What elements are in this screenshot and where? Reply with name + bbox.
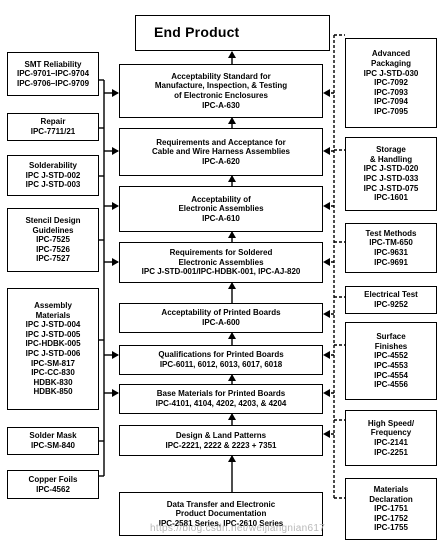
- left-box-code: IPC J-STD-004 IPC J-STD-005 IPC-HDBK-005…: [25, 320, 81, 397]
- right-bus: [323, 34, 345, 499]
- left-box-code: IPC-4562: [36, 484, 70, 494]
- left-box-repair: Repair IPC-7711/21: [7, 113, 99, 141]
- main-box-title: Qualifications for Printed Boards: [158, 350, 284, 360]
- main-box-cable-harness: Requirements and Acceptance for Cable an…: [119, 128, 323, 176]
- right-box-code: IPC-1751 IPC-1752 IPC-1755: [374, 504, 408, 533]
- right-box-title: High Speed/ Frequency: [367, 418, 415, 438]
- left-box-code: IPC-7711/21: [30, 127, 76, 136]
- main-box-title: Data Transfer and Electronic Product Doc…: [166, 499, 276, 519]
- right-box-test-methods: Test Methods IPC-TM-650 IPC-9631 IPC-969…: [345, 223, 437, 273]
- left-box-code: IPC-SM-840: [30, 441, 75, 450]
- left-box-title: Assembly Materials: [34, 301, 72, 320]
- left-box-title: Repair: [40, 117, 66, 127]
- left-box-smt-reliability: SMT Reliability IPC-9701–IPC-9704 IPC-97…: [7, 52, 99, 96]
- right-box-title: Electrical Test: [364, 290, 418, 300]
- right-box-title: Advanced Packaging: [370, 49, 411, 69]
- main-box-enclosures: Acceptability Standard for Manufacture, …: [119, 64, 323, 118]
- right-box-code: IPC-TM-650 IPC-9631 IPC-9691: [369, 238, 413, 267]
- right-box-code: IPC-2141 IPC-2251: [374, 438, 408, 457]
- main-box-design-land-patterns: Design & Land Patterns IPC-2221, 2222 & …: [119, 425, 323, 456]
- left-box-title: SMT Reliability: [24, 59, 82, 69]
- main-box-code: IPC-A-620: [202, 156, 240, 166]
- left-box-title: Copper Foils: [28, 474, 78, 484]
- right-box-electrical-test: Electrical Test IPC-9252: [345, 286, 437, 314]
- left-box-title: Solder Mask: [29, 431, 77, 441]
- right-box-code: IPC J-STD-030 IPC-7092 IPC-7093 IPC-7094…: [363, 68, 419, 116]
- main-box-title: Base Materials for Printed Boards: [156, 389, 286, 399]
- end-product-box: End Product: [135, 15, 330, 51]
- main-box-code: IPC J-STD-001/IPC-HDBK-001, IPC-AJ-820: [141, 267, 301, 277]
- main-box-title: Acceptability Standard for Manufacture, …: [154, 71, 288, 100]
- main-box-title: Acceptability of Printed Boards: [161, 308, 281, 318]
- main-box-code: IPC-A-600: [202, 318, 240, 327]
- right-box-code: IPC-9252: [374, 300, 408, 309]
- main-box-board-qualifications: Qualifications for Printed Boards IPC-60…: [119, 345, 323, 375]
- left-box-stencil-design: Stencil Design Guidelines IPC-7525 IPC-7…: [7, 208, 99, 272]
- left-bus: [99, 79, 119, 477]
- left-box-copper-foils: Copper Foils IPC-4562: [7, 470, 99, 499]
- right-box-storage-handling: Storage & Handling IPC J-STD-020 IPC J-S…: [345, 137, 437, 211]
- left-box-title: Solderability: [28, 161, 77, 171]
- left-box-code: IPC J-STD-002 IPC J-STD-003: [25, 170, 81, 190]
- main-box-title: Requirements and Acceptance for Cable an…: [152, 137, 290, 157]
- right-box-title: Surface Finishes: [374, 332, 408, 351]
- main-box-electronic-assemblies: Acceptability of Electronic Assemblies I…: [119, 186, 323, 232]
- left-box-code: IPC-7525 IPC-7526 IPC-7527: [36, 235, 70, 264]
- main-box-title: Design & Land Patterns: [175, 430, 267, 440]
- left-box-solderability: Solderability IPC J-STD-002 IPC J-STD-00…: [7, 155, 99, 196]
- left-box-assembly-materials: Assembly Materials IPC J-STD-004 IPC J-S…: [7, 288, 99, 410]
- main-box-printed-boards: Acceptability of Printed Boards IPC-A-60…: [119, 303, 323, 333]
- main-box-code: IPC-4101, 4104, 4202, 4203, & 4204: [155, 399, 287, 408]
- main-box-code: IPC-A-610: [202, 213, 240, 223]
- main-box-base-materials: Base Materials for Printed Boards IPC-41…: [119, 384, 323, 414]
- right-box-surface-finishes: Surface Finishes IPC-4552 IPC-4553 IPC-4…: [345, 322, 437, 400]
- main-box-code: IPC-2581 Series, IPC-2610 Series: [158, 518, 284, 528]
- left-box-code: IPC-9701–IPC-9704 IPC-9706–IPC-9709: [16, 69, 90, 88]
- right-box-advanced-packaging: Advanced Packaging IPC J-STD-030 IPC-709…: [345, 38, 437, 128]
- watermark-text: https://blog.csdn.net/weijiangnian617: [150, 523, 326, 534]
- right-box-title: Test Methods: [365, 228, 417, 238]
- right-box-title: Materials Declaration: [369, 485, 413, 504]
- main-box-title: Requirements for Soldered Electronic Ass…: [169, 248, 273, 267]
- main-box-code: IPC-A-630: [202, 100, 240, 110]
- left-box-title: Stencil Design Guidelines: [25, 216, 81, 235]
- main-box-title: Acceptability of Electronic Assemblies: [178, 194, 264, 214]
- main-box-data-transfer: Data Transfer and Electronic Product Doc…: [119, 492, 323, 536]
- right-box-code: IPC J-STD-020 IPC J-STD-033 IPC J-STD-07…: [363, 164, 419, 203]
- right-box-materials-declaration: Materials Declaration IPC-1751 IPC-1752 …: [345, 478, 437, 540]
- main-box-code: IPC-2221, 2222 & 2223 + 7351: [165, 440, 277, 450]
- main-box-soldered-assemblies: Requirements for Soldered Electronic Ass…: [119, 242, 323, 283]
- right-box-code: IPC-4552 IPC-4553 IPC-4554 IPC-4556: [374, 351, 408, 390]
- main-box-code: IPC-6011, 6012, 6013, 6017, 6018: [159, 360, 283, 369]
- right-box-high-speed-frequency: High Speed/ Frequency IPC-2141 IPC-2251: [345, 410, 437, 466]
- right-box-title: Storage & Handling: [369, 145, 413, 164]
- end-product-title: End Product: [154, 24, 240, 41]
- left-box-solder-mask: Solder Mask IPC-SM-840: [7, 427, 99, 455]
